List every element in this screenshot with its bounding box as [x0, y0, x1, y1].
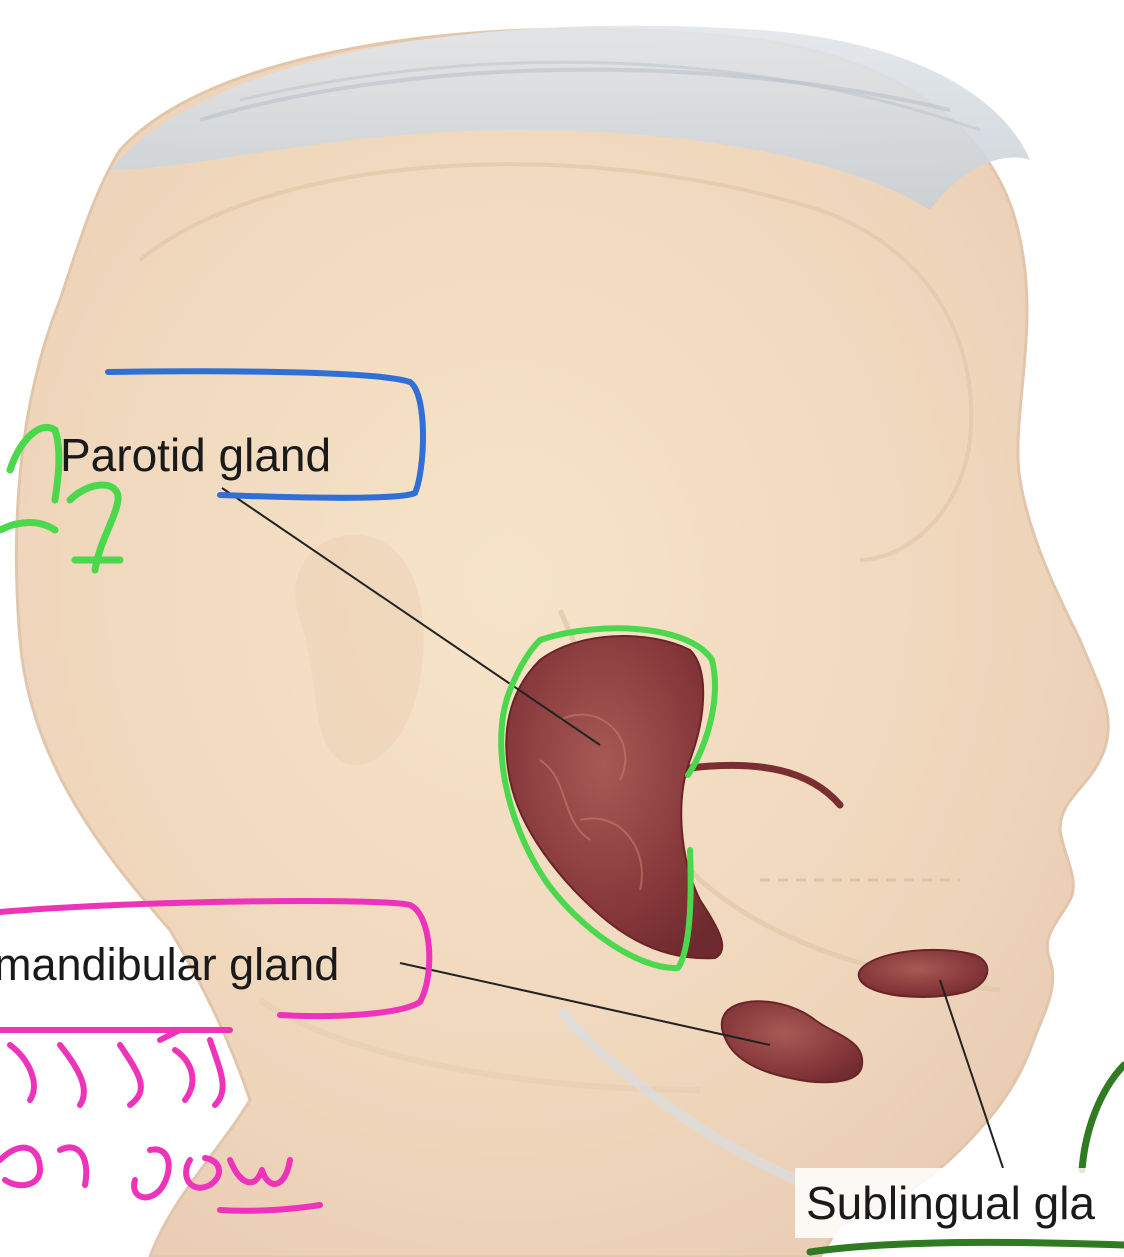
sublingual-gland-label: Sublingual gla	[806, 1180, 1095, 1226]
head-silhouette	[16, 29, 1108, 1257]
parotid-gland-label: Parotid gland	[60, 432, 331, 478]
dark-green-mark-arc	[1082, 1065, 1124, 1170]
submandibular-gland-label: mandibular gland	[0, 942, 339, 987]
dark-green-underline	[810, 1242, 1124, 1252]
